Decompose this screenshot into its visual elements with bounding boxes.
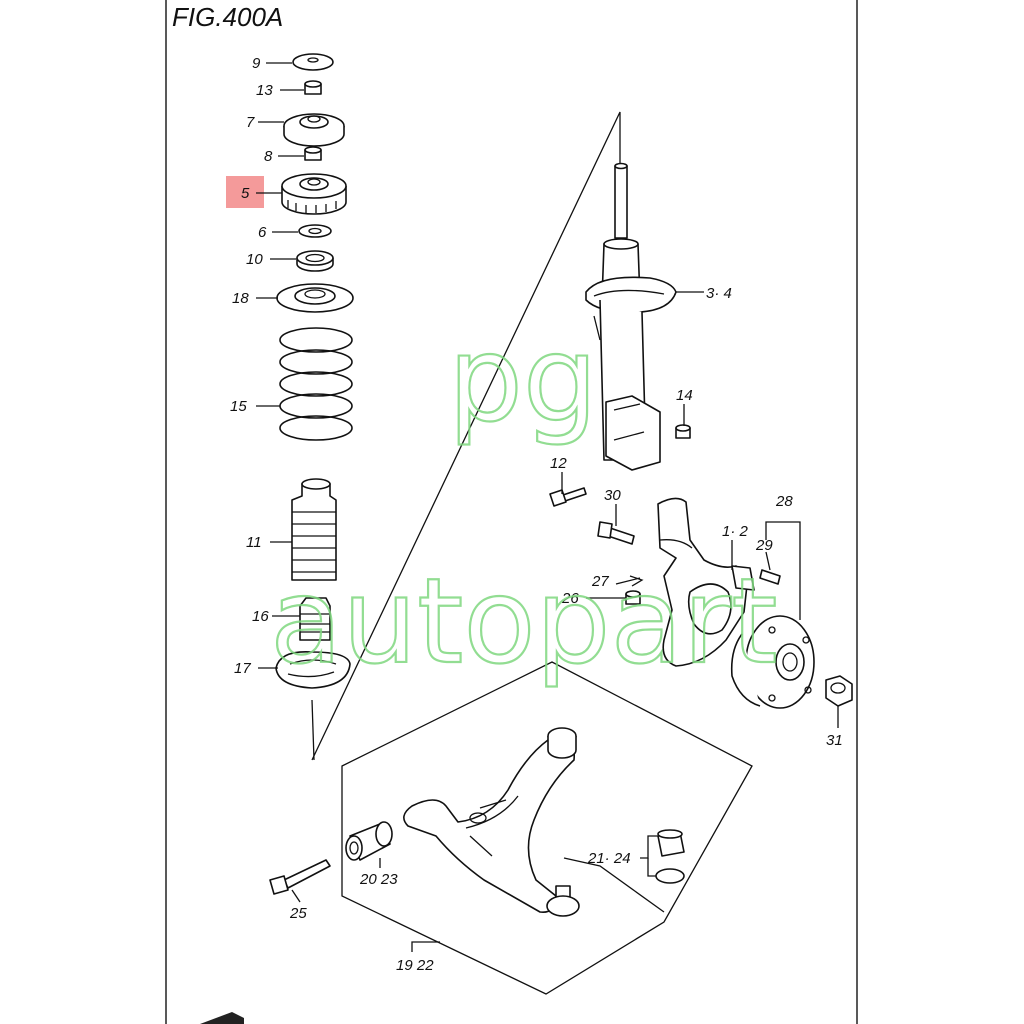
callout-10: 10 (246, 251, 263, 268)
part-rear-bushing (655, 829, 685, 884)
callout-31: 31 (826, 732, 843, 749)
highlight-box (226, 176, 264, 208)
guide-line-left (311, 699, 315, 761)
part-nut-13 (304, 80, 322, 95)
part-steering-knuckle (657, 497, 755, 667)
callout-17: 17 (234, 660, 251, 677)
corner-fragment (200, 1012, 244, 1024)
part-spring-seat (276, 283, 354, 313)
watermark: pg autopart (269, 309, 779, 691)
callout-30: 30 (604, 487, 621, 504)
lower-arm-box (341, 661, 753, 995)
guide-line-strut (311, 111, 621, 761)
callout-21-24: 21· 24 (587, 850, 631, 867)
part-stud-29 (759, 569, 781, 585)
callout-5: 5 (241, 185, 250, 202)
callout-18: 18 (232, 290, 249, 307)
callout-19-22: 19 22 (396, 957, 434, 974)
callout-15: 15 (230, 398, 247, 415)
callout-29: 29 (755, 537, 773, 554)
watermark-line-2: autopart (270, 552, 778, 690)
part-bolt-30 (597, 521, 635, 545)
part-strut-assembly (585, 162, 677, 471)
part-bearing (296, 250, 334, 272)
callout-27: 27 (591, 573, 609, 590)
part-strut-mount (281, 173, 347, 215)
callout-1-2: 1· 2 (722, 523, 749, 540)
callout-14: 14 (676, 387, 693, 404)
figure-title: FIG.400A (172, 2, 283, 32)
watermark-line-1: pg (448, 310, 598, 448)
callout-8: 8 (264, 148, 273, 165)
callout-25: 25 (289, 905, 307, 922)
callout-labels: 9 13 7 8 5 6 10 18 15 11 16 17 3· 4 14 1… (230, 55, 843, 974)
part-washer (298, 224, 332, 238)
callout-3-4: 3· 4 (706, 285, 732, 302)
callout-13: 13 (256, 82, 273, 99)
callout-9: 9 (252, 55, 261, 72)
part-lower-insulator (275, 651, 351, 689)
callout-7: 7 (246, 114, 255, 131)
part-nut-26 (625, 590, 641, 605)
callout-16: 16 (252, 608, 269, 625)
part-bellows-boot (291, 478, 337, 581)
part-nut-14 (675, 424, 691, 439)
callout-6: 6 (258, 224, 267, 241)
part-ball-joint (546, 885, 580, 917)
callout-28: 28 (775, 493, 793, 510)
part-dust-cap (292, 53, 334, 71)
part-cotter-pin (615, 575, 644, 587)
part-lower-control-arm (403, 727, 577, 913)
part-hub-nut (825, 675, 853, 707)
part-bolt-12 (549, 487, 587, 507)
part-upper-mount (283, 113, 345, 147)
part-bolt-25 (269, 859, 331, 895)
part-front-bushing (345, 821, 393, 861)
callout-11: 11 (246, 534, 262, 551)
part-coil-spring (279, 327, 353, 441)
callout-20-23: 20 23 (359, 871, 398, 888)
part-wheel-hub (730, 615, 815, 709)
callout-26: 26 (561, 590, 579, 607)
callout-12: 12 (550, 455, 567, 472)
leader-lines (256, 62, 839, 952)
part-bump-stop (299, 597, 331, 641)
part-nut-8 (304, 146, 322, 161)
